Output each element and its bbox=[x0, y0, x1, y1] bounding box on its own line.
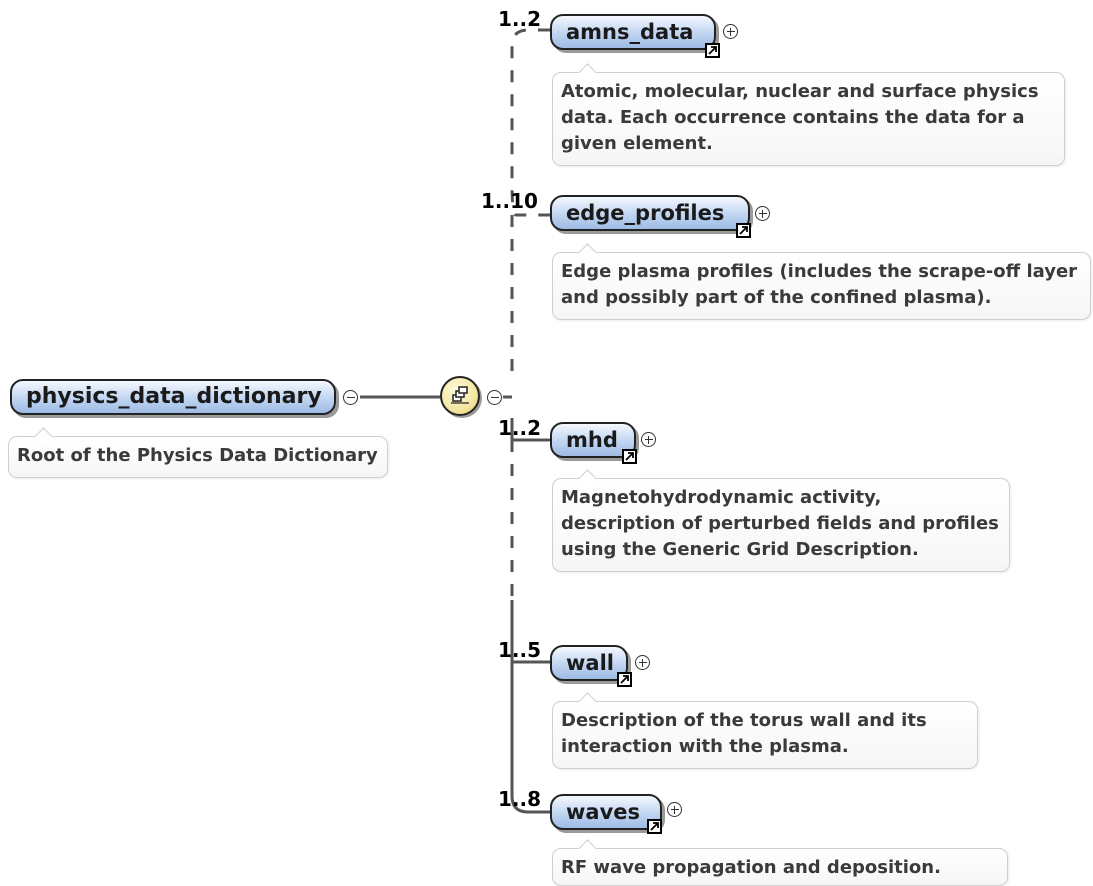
doc-text: RF wave propagation and deposition. bbox=[561, 857, 941, 878]
root-doc-card: Root of the Physics Data Dictionary bbox=[8, 436, 388, 478]
sequence-collapse-toggle-icon[interactable] bbox=[487, 390, 502, 405]
multiplicity-label: 1..8 bbox=[498, 787, 542, 811]
element-label: waves bbox=[566, 800, 641, 824]
doc-card-wall: Description of the torus wall and its in… bbox=[552, 701, 978, 769]
multiplicity-label: 1..2 bbox=[498, 7, 542, 31]
doc-card-mhd: Magnetohydrodynamic activity, descriptio… bbox=[552, 478, 1010, 572]
sequence-compositor-icon[interactable] bbox=[440, 376, 480, 416]
element-label: wall bbox=[566, 651, 614, 675]
reference-arrow-icon bbox=[617, 672, 632, 687]
element-node-wall[interactable]: wall bbox=[550, 645, 628, 681]
root-element-label: physics_data_dictionary bbox=[26, 384, 322, 409]
element-label: edge_profiles bbox=[566, 201, 725, 225]
expand-toggle-icon[interactable] bbox=[635, 655, 650, 670]
root-collapse-toggle-icon[interactable] bbox=[343, 390, 358, 405]
multiplicity-label: 1..5 bbox=[498, 638, 542, 662]
expand-toggle-icon[interactable] bbox=[667, 802, 682, 817]
doc-text: Atomic, molecular, nuclear and surface p… bbox=[561, 81, 1039, 154]
element-node-amns-data[interactable]: amns_data bbox=[550, 14, 716, 50]
doc-card-waves: RF wave propagation and deposition. bbox=[552, 848, 1008, 886]
doc-text: Magnetohydrodynamic activity, descriptio… bbox=[561, 487, 999, 560]
sequence-symbol-icon bbox=[451, 386, 469, 404]
doc-text: Description of the torus wall and its in… bbox=[561, 710, 927, 757]
doc-card-amns-data: Atomic, molecular, nuclear and surface p… bbox=[552, 72, 1065, 166]
element-node-mhd[interactable]: mhd bbox=[550, 422, 636, 458]
element-node-waves[interactable]: waves bbox=[550, 794, 662, 830]
root-doc-text: Root of the Physics Data Dictionary bbox=[17, 445, 378, 466]
reference-arrow-icon bbox=[736, 223, 751, 238]
element-node-edge-profiles[interactable]: edge_profiles bbox=[550, 195, 750, 231]
expand-toggle-icon[interactable] bbox=[641, 432, 656, 447]
reference-arrow-icon bbox=[705, 43, 720, 58]
multiplicity-label: 1..10 bbox=[481, 189, 538, 213]
multiplicity-label: 1..2 bbox=[498, 416, 542, 440]
expand-toggle-icon[interactable] bbox=[723, 24, 738, 39]
reference-arrow-icon bbox=[622, 449, 637, 464]
root-element-node[interactable]: physics_data_dictionary bbox=[10, 379, 336, 415]
reference-arrow-icon bbox=[647, 819, 662, 834]
element-label: amns_data bbox=[566, 20, 694, 44]
doc-card-edge-profiles: Edge plasma profiles (includes the scrap… bbox=[552, 252, 1091, 320]
doc-text: Edge plasma profiles (includes the scrap… bbox=[561, 261, 1078, 308]
element-label: mhd bbox=[566, 428, 618, 452]
expand-toggle-icon[interactable] bbox=[755, 206, 770, 221]
